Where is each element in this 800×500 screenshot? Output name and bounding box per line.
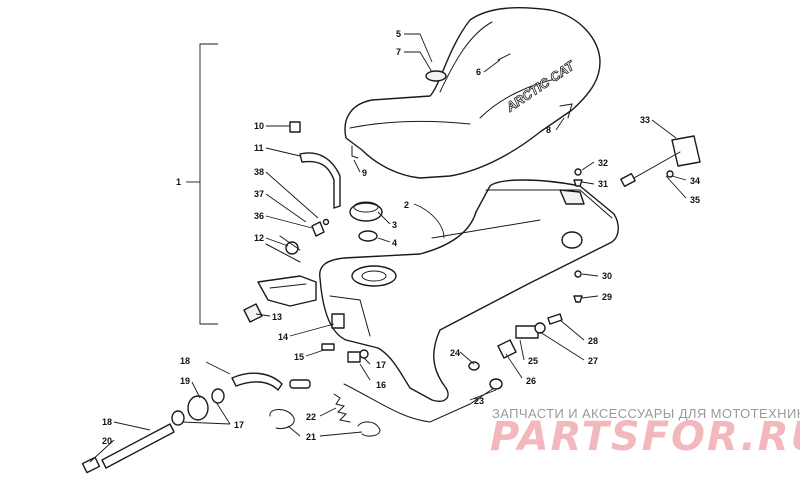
callout-19: 19 <box>180 376 190 386</box>
valve-knob <box>359 349 369 359</box>
callout-33: 33 <box>640 115 650 125</box>
hose-clamp-17a <box>211 388 225 404</box>
callout-17a: 17 <box>376 360 386 370</box>
clip-36 <box>311 221 325 237</box>
cable-grommet-23 <box>489 378 503 390</box>
vent-hose <box>299 152 341 209</box>
seat: ARCTIC CAT <box>344 7 601 179</box>
callout-38: 38 <box>254 167 264 177</box>
callout-24: 24 <box>450 348 460 358</box>
callout-6: 6 <box>476 67 481 77</box>
nut-30 <box>574 270 582 278</box>
rubber-bumper <box>243 303 263 323</box>
callout-13: 13 <box>272 312 282 322</box>
fuel-tank <box>319 179 619 402</box>
callout-28: 28 <box>588 336 598 346</box>
leader-lines <box>89 33 687 463</box>
seat-badge <box>425 70 447 82</box>
callout-9: 9 <box>362 168 367 178</box>
callout-32: 32 <box>598 158 608 168</box>
callout-26: 26 <box>526 376 536 386</box>
fuel-hose-short <box>289 379 311 389</box>
grommet <box>289 121 301 133</box>
watermark-brand: PARTSFOR.RU <box>490 414 800 460</box>
fitting-15 <box>321 343 335 351</box>
callout-23: 23 <box>474 396 484 406</box>
fitting-26 <box>497 339 517 359</box>
tank-rear-cap <box>561 231 583 249</box>
callout-21: 21 <box>306 432 316 442</box>
spring <box>333 393 351 423</box>
callout-14: 14 <box>278 332 288 342</box>
fuel-gauge-plate <box>331 313 345 329</box>
callout-17b: 17 <box>234 420 244 430</box>
callout-1: 1 <box>176 177 181 187</box>
callout-15: 15 <box>294 352 304 362</box>
filler-gasket <box>358 230 378 242</box>
tank-rear-vent <box>559 189 585 205</box>
callout-2: 2 <box>404 200 409 210</box>
callout-8: 8 <box>546 125 551 135</box>
callout-12: 12 <box>254 233 264 243</box>
callout-30: 30 <box>602 271 612 281</box>
callout-16: 16 <box>376 380 386 390</box>
screw-37 <box>322 218 330 226</box>
callout-37: 37 <box>254 189 264 199</box>
callout-27: 27 <box>588 356 598 366</box>
fuel-connector <box>81 456 101 474</box>
callout-5: 5 <box>396 29 401 39</box>
callout-18a: 18 <box>180 356 190 366</box>
seat-hook <box>559 103 573 119</box>
callout-3: 3 <box>392 220 397 230</box>
screw-29 <box>573 295 583 303</box>
callout-25: 25 <box>528 356 538 366</box>
callout-29: 29 <box>602 292 612 302</box>
callout-34: 34 <box>690 176 700 186</box>
tank-filler-neck <box>351 265 397 287</box>
callout-10: 10 <box>254 121 264 131</box>
fuel-level-sender <box>620 135 701 188</box>
grommet-24 <box>468 361 480 371</box>
callout-31: 31 <box>598 179 608 189</box>
callout-11: 11 <box>254 143 264 153</box>
watermark-tagline: ЗАПЧАСТИ И АКСЕССУАРЫ ДЛЯ МОТОТЕХНИКИ <box>492 406 800 421</box>
fuel-line-assembly <box>81 372 311 474</box>
callout-22: 22 <box>306 412 316 422</box>
gasket-34 <box>666 170 674 178</box>
bracket-wire <box>265 235 301 263</box>
shutoff-valve <box>347 351 361 363</box>
hose-clamp-17b <box>171 410 185 426</box>
grommet-27 <box>534 322 546 334</box>
washer-31 <box>573 179 583 187</box>
callout-7: 7 <box>396 47 401 57</box>
callout-labels: 1 2 3 4 5 6 7 8 9 10 11 12 13 14 15 16 1… <box>102 29 700 446</box>
assembly-bracket <box>186 43 218 325</box>
callout-36: 36 <box>254 211 264 221</box>
fuel-filter <box>187 395 209 421</box>
callout-4: 4 <box>392 238 397 248</box>
front-bracket <box>243 275 317 323</box>
clamp-21b <box>357 421 381 437</box>
watermark: ЗАПЧАСТИ И АКСЕССУАРЫ ДЛЯ МОТОТЕХНИКИ PA… <box>490 406 800 460</box>
screw-32 <box>574 168 582 176</box>
callout-20: 20 <box>102 436 112 446</box>
clamp-21a <box>269 409 295 429</box>
fuel-hose-long <box>101 423 175 469</box>
callout-35: 35 <box>690 195 700 205</box>
screw-28 <box>547 313 563 325</box>
seat-clip <box>351 145 359 159</box>
choke-cable <box>343 383 501 423</box>
callout-18b: 18 <box>102 417 112 427</box>
